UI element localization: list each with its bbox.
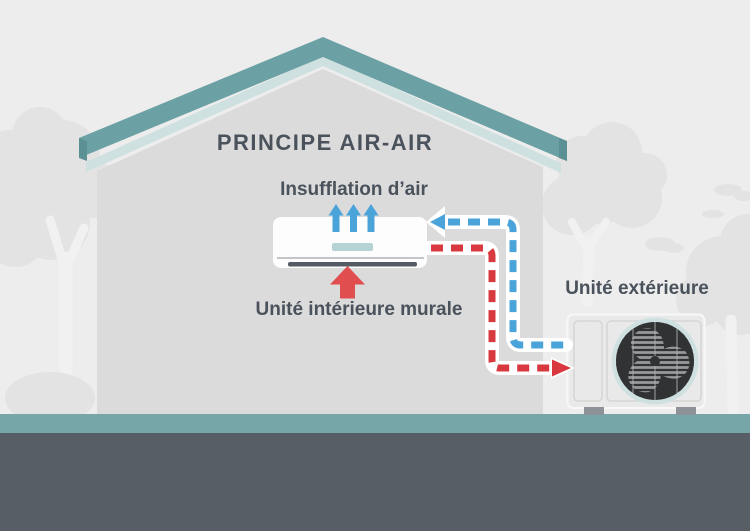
insufflation-arrows-icon xyxy=(328,204,379,232)
roof-band xyxy=(79,37,567,161)
page-title: PRINCIPE AIR-AIR xyxy=(216,130,434,155)
background-trees xyxy=(0,107,750,424)
unit-foot-left xyxy=(584,407,604,415)
indoor-unit-icon xyxy=(273,217,427,268)
label-indoor-unit: Unité intérieure murale xyxy=(255,299,463,320)
tree-far-right xyxy=(676,214,750,420)
fan-icon xyxy=(611,317,699,405)
red-pipe-casing xyxy=(422,241,558,375)
ground-grass-band xyxy=(0,414,750,433)
roof-end-left xyxy=(79,138,87,161)
refrigerant-pipes xyxy=(422,206,575,379)
outdoor-unit-icon xyxy=(566,313,706,415)
blue-pipe-icon xyxy=(448,218,565,349)
label-outdoor-unit: Unité extérieure xyxy=(565,278,709,299)
clouds xyxy=(645,184,750,253)
air-intake-arrow-icon xyxy=(330,266,365,299)
roof-end-right xyxy=(559,138,567,161)
label-insufflation: Insufflation d’air xyxy=(280,179,428,200)
bush-left xyxy=(5,372,95,424)
ground-soil-band xyxy=(0,433,750,531)
tree-right xyxy=(542,122,667,308)
red-pipe-arrowhead xyxy=(552,359,571,377)
unit-foot-right xyxy=(676,407,696,415)
blue-pipe-arrowhead xyxy=(430,214,445,230)
